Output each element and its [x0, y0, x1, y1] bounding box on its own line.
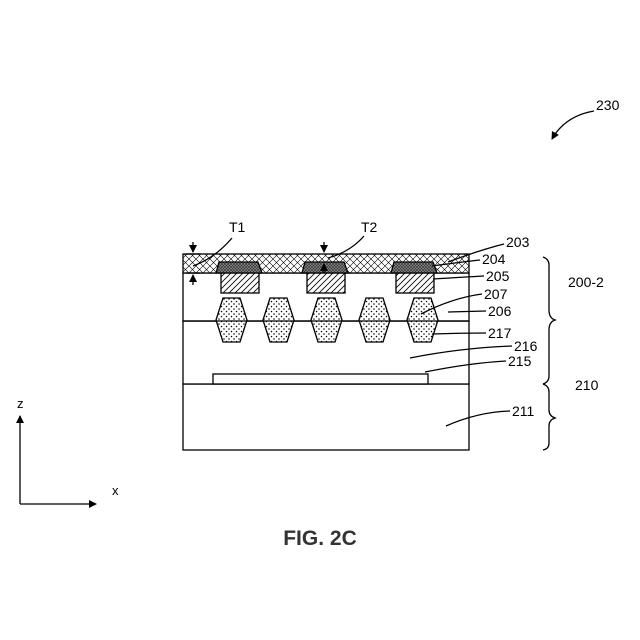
pad-205 — [396, 273, 434, 293]
axes-indicator: z x — [17, 396, 119, 504]
brace-200-2 — [543, 257, 555, 384]
cap-204 — [302, 262, 348, 273]
ref-230-arrow — [552, 111, 594, 139]
ref-216-label: 216 — [514, 338, 538, 354]
hexagon-element — [263, 298, 294, 342]
group-200-2-label: 200-2 — [568, 274, 604, 290]
pad-205 — [221, 273, 259, 293]
thickness-t2-label: T2 — [361, 219, 378, 235]
pad-group-right — [391, 262, 437, 293]
ref-206-label: 206 — [488, 303, 512, 319]
ref-230-label: 230 — [596, 97, 620, 113]
thickness-t1-label: T1 — [229, 219, 246, 235]
pad-group-left — [216, 262, 262, 293]
brace-210 — [543, 384, 555, 450]
ref-211-label: 211 — [512, 403, 535, 419]
ref-217-label: 217 — [488, 325, 512, 341]
cap-204 — [391, 262, 437, 273]
x-axis-label: x — [112, 483, 119, 498]
hexagon-element — [359, 298, 390, 342]
ref-204-label: 204 — [482, 251, 506, 267]
hexagon-element — [311, 298, 342, 342]
cap-204 — [216, 262, 262, 273]
hexagon-element — [407, 298, 438, 342]
ref-215-label: 215 — [508, 353, 532, 369]
leader-217 — [432, 333, 486, 334]
pad-group-center — [302, 262, 348, 293]
hexagon-element — [216, 298, 247, 342]
z-axis-label: z — [17, 396, 24, 411]
ref-205-label: 205 — [486, 268, 510, 284]
group-210-label: 210 — [575, 377, 599, 393]
ref-207-label: 207 — [484, 286, 508, 302]
ref-203-label: 203 — [506, 234, 530, 250]
pad-205 — [307, 273, 345, 293]
figure-caption: FIG. 2C — [283, 527, 357, 550]
element-215 — [213, 374, 428, 384]
substrate-211 — [183, 384, 469, 450]
